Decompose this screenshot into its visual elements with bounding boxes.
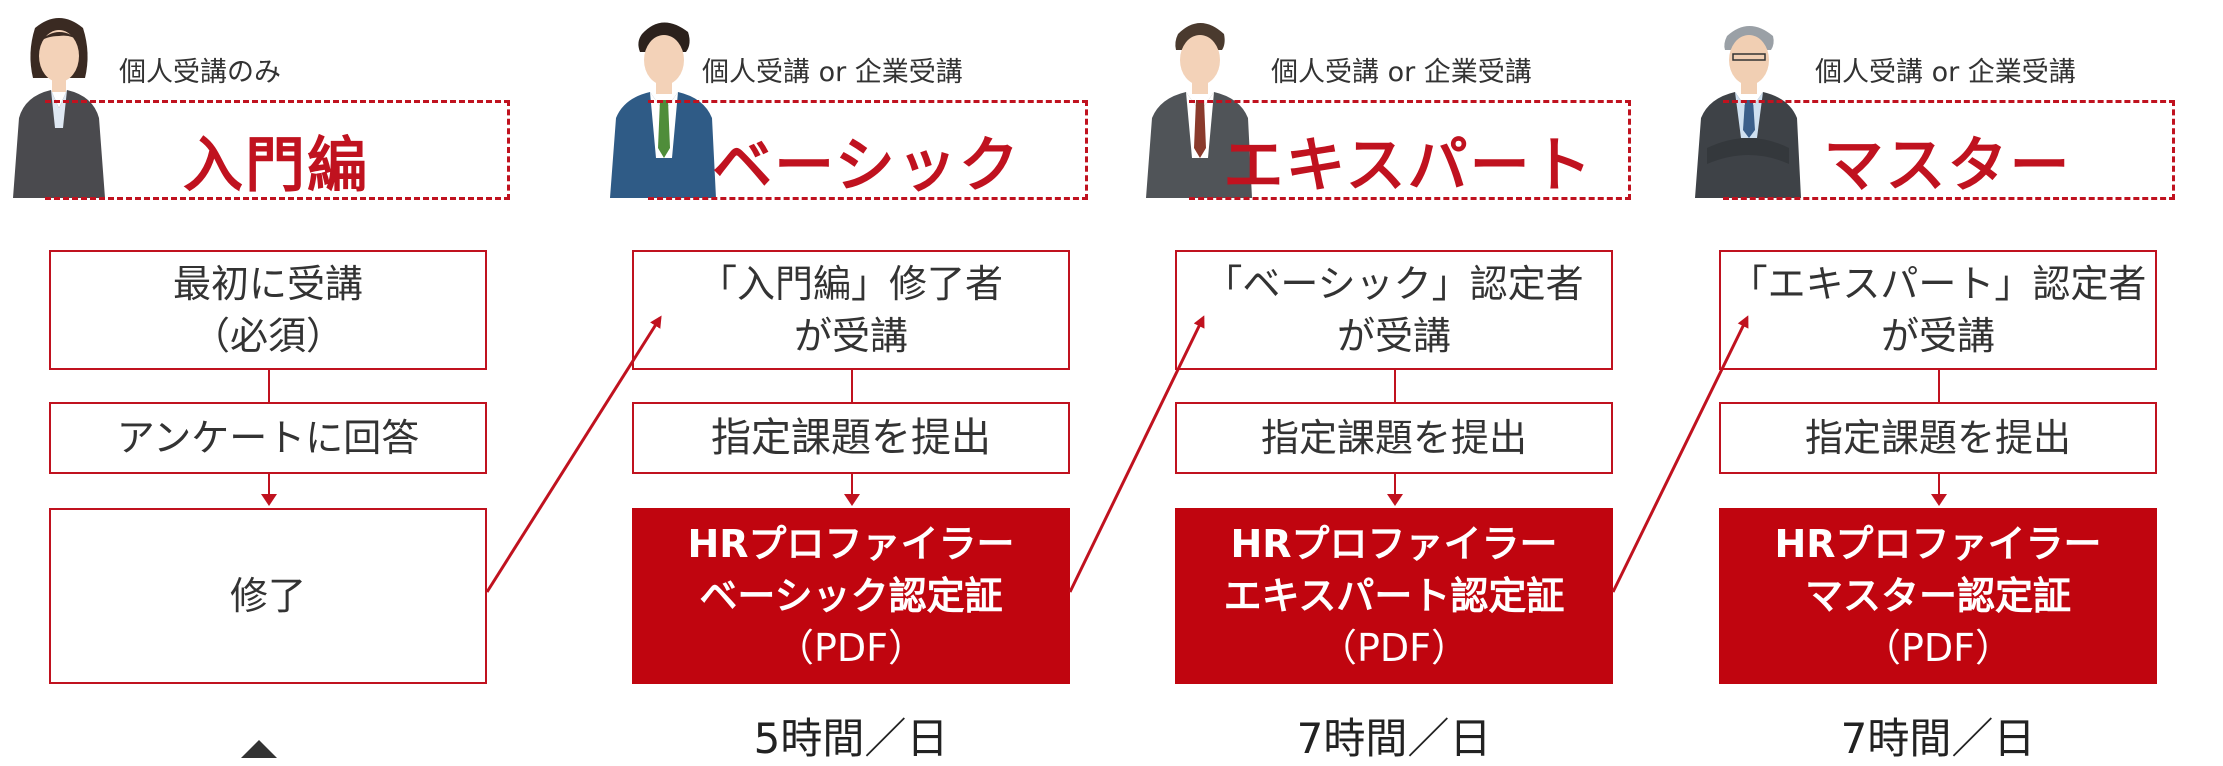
connector-line [851,370,853,402]
survey-step-box: アンケートに回答 [49,402,487,474]
certificate-box: HRプロファイラー エキスパート認定証 （PDF） [1175,508,1613,684]
course-basic: 個人受講 or 企業受講 ベーシック 「入門編」修了者 が受講 指定課題を提出 … [588,0,1088,763]
cert-line-3: （PDF） [775,626,927,670]
arrow-down-icon [1931,494,1947,506]
senior-businessman-icon [1695,26,1801,198]
connector-line [268,370,270,402]
step-line-2: （必須） [191,314,344,358]
certificate-box: HRプロファイラー マスター認定証 （PDF） [1719,508,2157,684]
triangle-up-icon [241,740,277,758]
course-title: 入門編 [183,131,369,201]
course-title-banner: 入門編 [45,100,510,201]
course-master: 個人受講 or 企業受講 マスター 「エキスパート」認定者 が受講 指定課題を提… [1675,0,2175,763]
prereq-line-1: 「ベーシック」認定者 [1204,262,1584,306]
survey-label: アンケートに回答 [116,416,420,460]
cert-line-1: HRプロファイラー [1774,522,2102,566]
cert-line-1: HRプロファイラー [687,522,1015,566]
step-line-1: 最初に受講 [172,262,363,306]
course-subtitle: 個人受講 or 企業受講 [702,57,963,88]
cert-line-3: （PDF） [1318,626,1470,670]
completion-box: 修了 [49,508,487,684]
task-label: 指定課題を提出 [1260,416,1527,460]
task-label: 指定課題を提出 [1804,416,2071,460]
prerequisite-box: 「入門編」修了者 が受講 [632,250,1070,370]
course-title-banner: エキスパート [1189,100,1631,201]
prereq-line-1: 「入門編」修了者 [698,262,1003,306]
course-title: エキスパート [1223,131,1594,201]
course-title-banner: マスター [1723,100,2175,201]
task-label: 指定課題を提出 [711,415,991,461]
course-expert: 個人受講 or 企業受講 エキスパート 「ベーシック」認定者 が受講 指定課題を… [1131,0,1631,763]
arrow-down-icon [1387,494,1403,506]
task-box: 指定課題を提出 [1719,402,2157,474]
businessman-icon [1146,23,1252,198]
duration-label: 7時間／日 [1840,714,2036,763]
cert-line-2: マスター認定証 [1804,574,2071,618]
prerequisite-box: 「エキスパート」認定者 が受講 [1719,250,2157,370]
course-title: マスター [1823,131,2072,201]
course-subtitle: 個人受講のみ [119,57,281,88]
course-intro: 個人受講のみ 入門編 最初に受講 （必須） アンケートに回答 修了 [5,0,510,758]
connector-line [1394,474,1396,496]
task-box: 指定課題を提出 [632,402,1070,474]
prerequisite-box: 「ベーシック」認定者 が受講 [1175,250,1613,370]
arrow-down-icon [844,494,860,506]
connector-line [1938,474,1940,496]
first-step-box: 最初に受講 （必須） [49,250,487,370]
cert-line-2: エキスパート認定証 [1223,574,1565,618]
businesswoman-icon [13,18,105,198]
cert-line-3: （PDF） [1862,626,2014,670]
task-box: 指定課題を提出 [1175,402,1613,474]
course-title: ベーシック [712,131,1021,201]
duration-label: 7時間／日 [1296,714,1492,763]
cert-line-1: HRプロファイラー [1230,522,1558,566]
cert-line-2: ベーシック認定証 [699,574,1003,618]
arrow-down-icon [261,494,277,506]
prereq-line-2: が受講 [1336,314,1451,358]
young-businessman-icon [610,22,716,198]
connector-line [1394,370,1396,402]
course-subtitle: 個人受講 or 企業受講 [1815,57,2076,88]
course-title-banner: ベーシック [648,100,1088,201]
connector-line [1938,370,1940,402]
completion-label: 修了 [229,574,306,618]
prereq-line-1: 「エキスパート」認定者 [1729,262,2147,306]
connector-line [268,474,270,496]
prereq-line-2: が受講 [1880,314,1995,358]
certificate-box: HRプロファイラー ベーシック認定証 （PDF） [632,508,1070,684]
prereq-line-2: が受講 [793,314,908,358]
duration-label: 5時間／日 [753,714,949,763]
connector-line [851,474,853,496]
course-subtitle: 個人受講 or 企業受講 [1271,57,1532,88]
